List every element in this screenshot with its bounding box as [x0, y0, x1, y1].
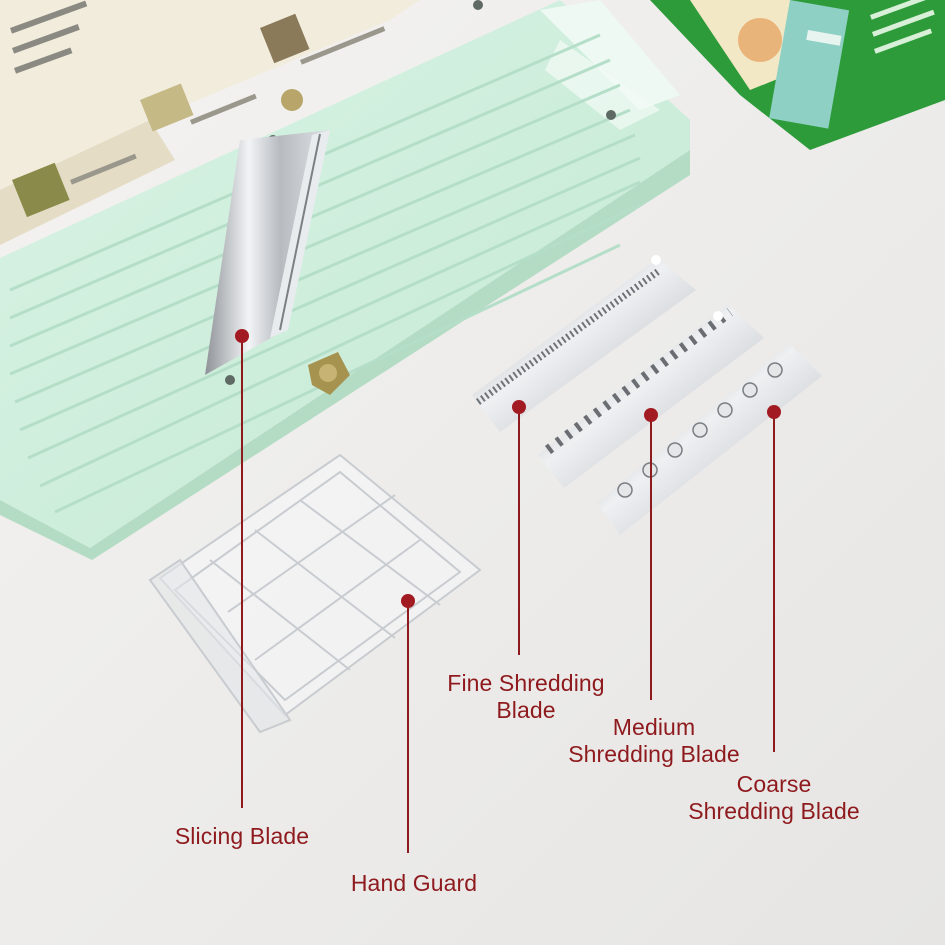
- callout-hand-guard: [401, 594, 415, 853]
- label-coarse-line1: Coarse: [736, 771, 812, 797]
- coarse-blade-image: [597, 344, 822, 535]
- label-fine-shredding-blade: Fine Shredding Blade: [430, 670, 622, 724]
- label-fine-line1: Fine Shredding: [447, 670, 605, 696]
- label-coarse-line2: Shredding Blade: [688, 798, 860, 824]
- label-slicing-blade-text: Slicing Blade: [174, 823, 310, 849]
- label-hand-guard: Hand Guard: [334, 870, 494, 897]
- label-fine-line2: Blade: [496, 697, 556, 723]
- label-medium-line1: Medium: [612, 714, 696, 740]
- medium-blade-image: [538, 304, 764, 488]
- callout-slicing-blade: [235, 329, 249, 808]
- label-slicing-blade: Slicing Blade: [162, 823, 322, 850]
- callout-medium-blade: [644, 408, 658, 700]
- label-medium-line2: Shredding Blade: [568, 741, 740, 767]
- packaging-box: [0, 0, 420, 245]
- label-coarse-shredding-blade: Coarse Shredding Blade: [668, 771, 880, 825]
- label-medium-shredding-blade: Medium Shredding Blade: [548, 714, 760, 768]
- label-hand-guard-text: Hand Guard: [350, 870, 478, 896]
- callout-fine-blade: [512, 400, 526, 655]
- instruction-card: [650, 0, 945, 150]
- fine-blade-image: [472, 255, 696, 432]
- callout-coarse-blade: [767, 405, 781, 752]
- slicing-blade-image: [205, 130, 330, 375]
- hand-guard-image: [148, 453, 482, 734]
